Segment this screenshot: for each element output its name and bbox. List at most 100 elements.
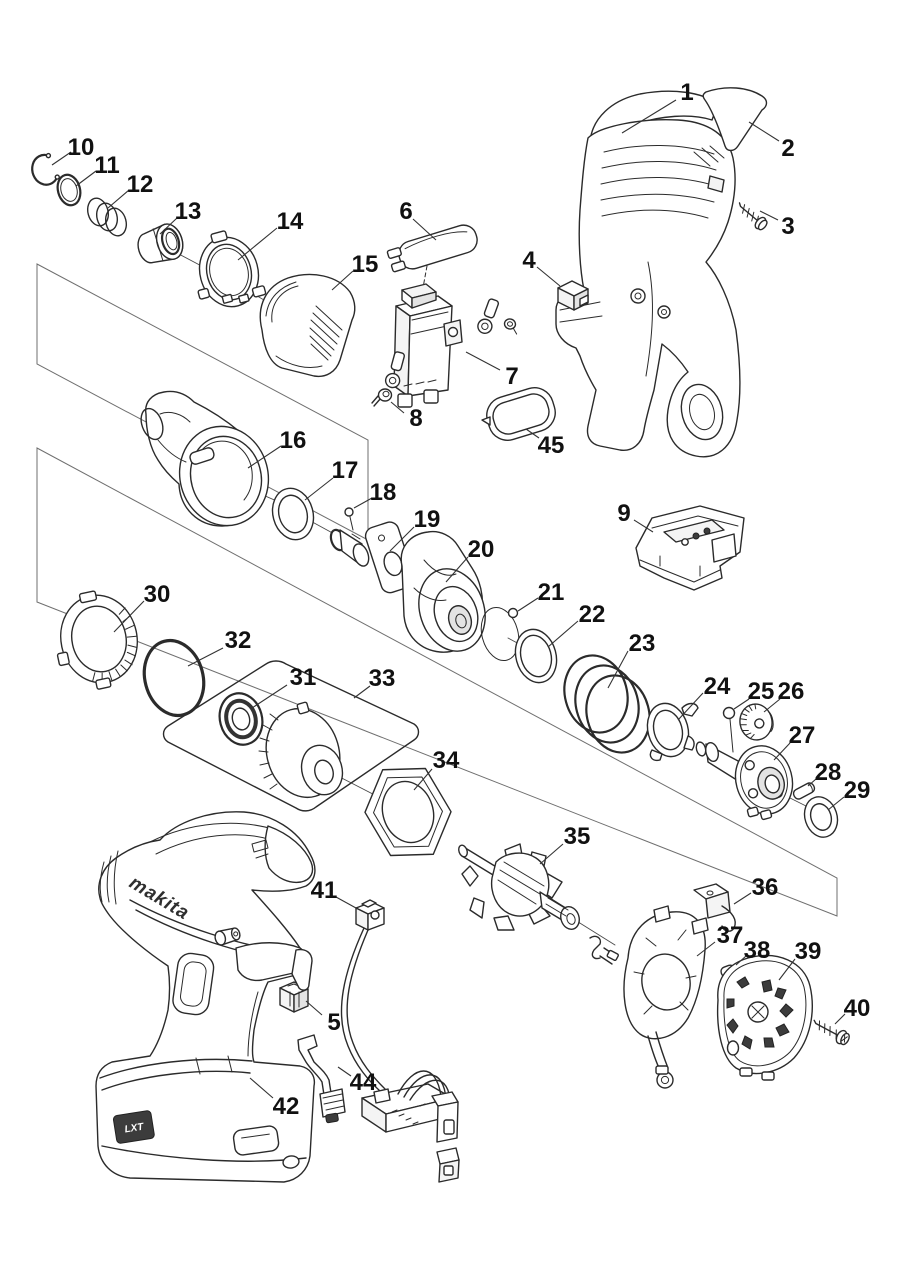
part-14-stopper-ring [197, 230, 267, 308]
callout-30: 30 [113, 581, 170, 633]
callout-16: 16 [247, 427, 307, 469]
callout-37: 37 [696, 922, 744, 957]
callout-number-39: 39 [795, 938, 822, 965]
callout-number-35: 35 [564, 823, 591, 850]
part-8-screw [371, 388, 393, 407]
part-11-washer [56, 173, 82, 207]
callout-32: 32 [187, 627, 252, 667]
part-36-clip [693, 883, 736, 932]
callout-number-37: 37 [717, 922, 744, 949]
part-9-terminal [635, 505, 745, 591]
callout-number-6: 6 [399, 198, 412, 225]
group-band-impact-assembly [36, 447, 838, 917]
callout-11: 11 [75, 152, 120, 187]
callout-number-44: 44 [350, 1069, 377, 1096]
part-23-spring [563, 654, 651, 754]
callout-number-29: 29 [844, 777, 871, 804]
callout-number-17: 17 [332, 457, 359, 484]
callout-number-22: 22 [579, 601, 606, 628]
part-15-front-cover [259, 273, 356, 378]
callout-number-11: 11 [94, 152, 119, 179]
callout-number-16: 16 [280, 427, 307, 454]
callout-number-15: 15 [352, 251, 379, 278]
callout-9: 9 [617, 500, 654, 533]
part-27-spindle [695, 741, 794, 821]
callout-8: 8 [390, 401, 423, 432]
part-28-pin [792, 782, 816, 800]
part-16-hammer-case [140, 390, 270, 527]
callout-number-2: 2 [781, 135, 794, 162]
part-2-label [702, 87, 768, 152]
callout-26: 26 [763, 678, 804, 713]
part-25-ball [722, 706, 736, 753]
callout-31: 31 [251, 664, 317, 709]
callout-number-31: 31 [290, 664, 317, 691]
controller-board [361, 1070, 460, 1183]
callout-number-10: 10 [68, 134, 95, 161]
part-30-bumper [56, 590, 138, 690]
part-45-gasket [481, 387, 556, 441]
callout-7: 7 [465, 351, 519, 390]
callout-10: 10 [51, 134, 95, 166]
part-32-o-ring [142, 638, 206, 718]
wire-terminal-a [477, 298, 518, 335]
callout-number-9: 9 [617, 500, 630, 527]
callout-number-23: 23 [629, 630, 656, 657]
callout-4: 4 [522, 247, 561, 287]
part-1-housing [555, 90, 741, 458]
part-44-bracket [297, 1034, 346, 1124]
callout-number-12: 12 [127, 171, 154, 198]
callout-number-34: 34 [433, 747, 460, 774]
callout-number-20: 20 [468, 536, 495, 563]
callout-number-38: 38 [744, 937, 771, 964]
callout-15: 15 [331, 251, 379, 291]
callout-36: 36 [733, 874, 779, 905]
callout-3: 3 [759, 210, 795, 240]
callout-35: 35 [539, 823, 591, 865]
callout-number-1: 1 [680, 79, 693, 106]
wire-terminal-b [384, 351, 405, 389]
callout-40: 40 [834, 995, 870, 1025]
part-5-cap [279, 981, 309, 1013]
callout-44: 44 [337, 1066, 377, 1096]
part-26-gear [739, 703, 774, 741]
callout-number-27: 27 [789, 722, 816, 749]
callout-number-42: 42 [273, 1093, 300, 1120]
callout-number-21: 21 [538, 579, 565, 606]
callout-19: 19 [389, 506, 441, 552]
callout-number-5: 5 [327, 1009, 340, 1036]
battery-badge: LXT [112, 1110, 155, 1144]
callout-number-18: 18 [370, 479, 397, 506]
part-33-gear-assembly [162, 660, 420, 812]
part-18-ball [344, 507, 354, 531]
part-31-bearing [218, 692, 264, 746]
part-39-rear-cover [716, 954, 813, 1081]
callout-22: 22 [547, 601, 606, 648]
part-7-switch [393, 283, 463, 408]
callout-number-24: 24 [704, 673, 731, 700]
callout-24: 24 [677, 673, 731, 721]
callout-41: 41 [311, 877, 357, 909]
callout-42: 42 [249, 1077, 300, 1120]
callout-number-8: 8 [409, 405, 422, 432]
callout-number-19: 19 [414, 506, 441, 533]
part-17-washer [271, 487, 315, 541]
part-24-spring-seat [646, 702, 699, 762]
battery-badge-text: LXT [124, 1121, 145, 1135]
callout-23: 23 [607, 630, 656, 689]
callout-28: 28 [807, 759, 841, 787]
callout-number-41: 41 [311, 877, 338, 904]
callout-number-33: 33 [369, 665, 396, 692]
callout-13: 13 [159, 198, 201, 235]
part-21-ring-ball [480, 607, 520, 661]
callout-6: 6 [399, 198, 437, 241]
callout-21: 21 [517, 579, 565, 612]
part-35-rotor [458, 843, 580, 931]
part-12-spring [86, 197, 128, 237]
callout-number-36: 36 [752, 874, 779, 901]
part-20-hammer [400, 530, 486, 653]
callout-number-32: 32 [225, 627, 252, 654]
callout-number-3: 3 [781, 213, 794, 240]
callout-17: 17 [304, 457, 359, 501]
